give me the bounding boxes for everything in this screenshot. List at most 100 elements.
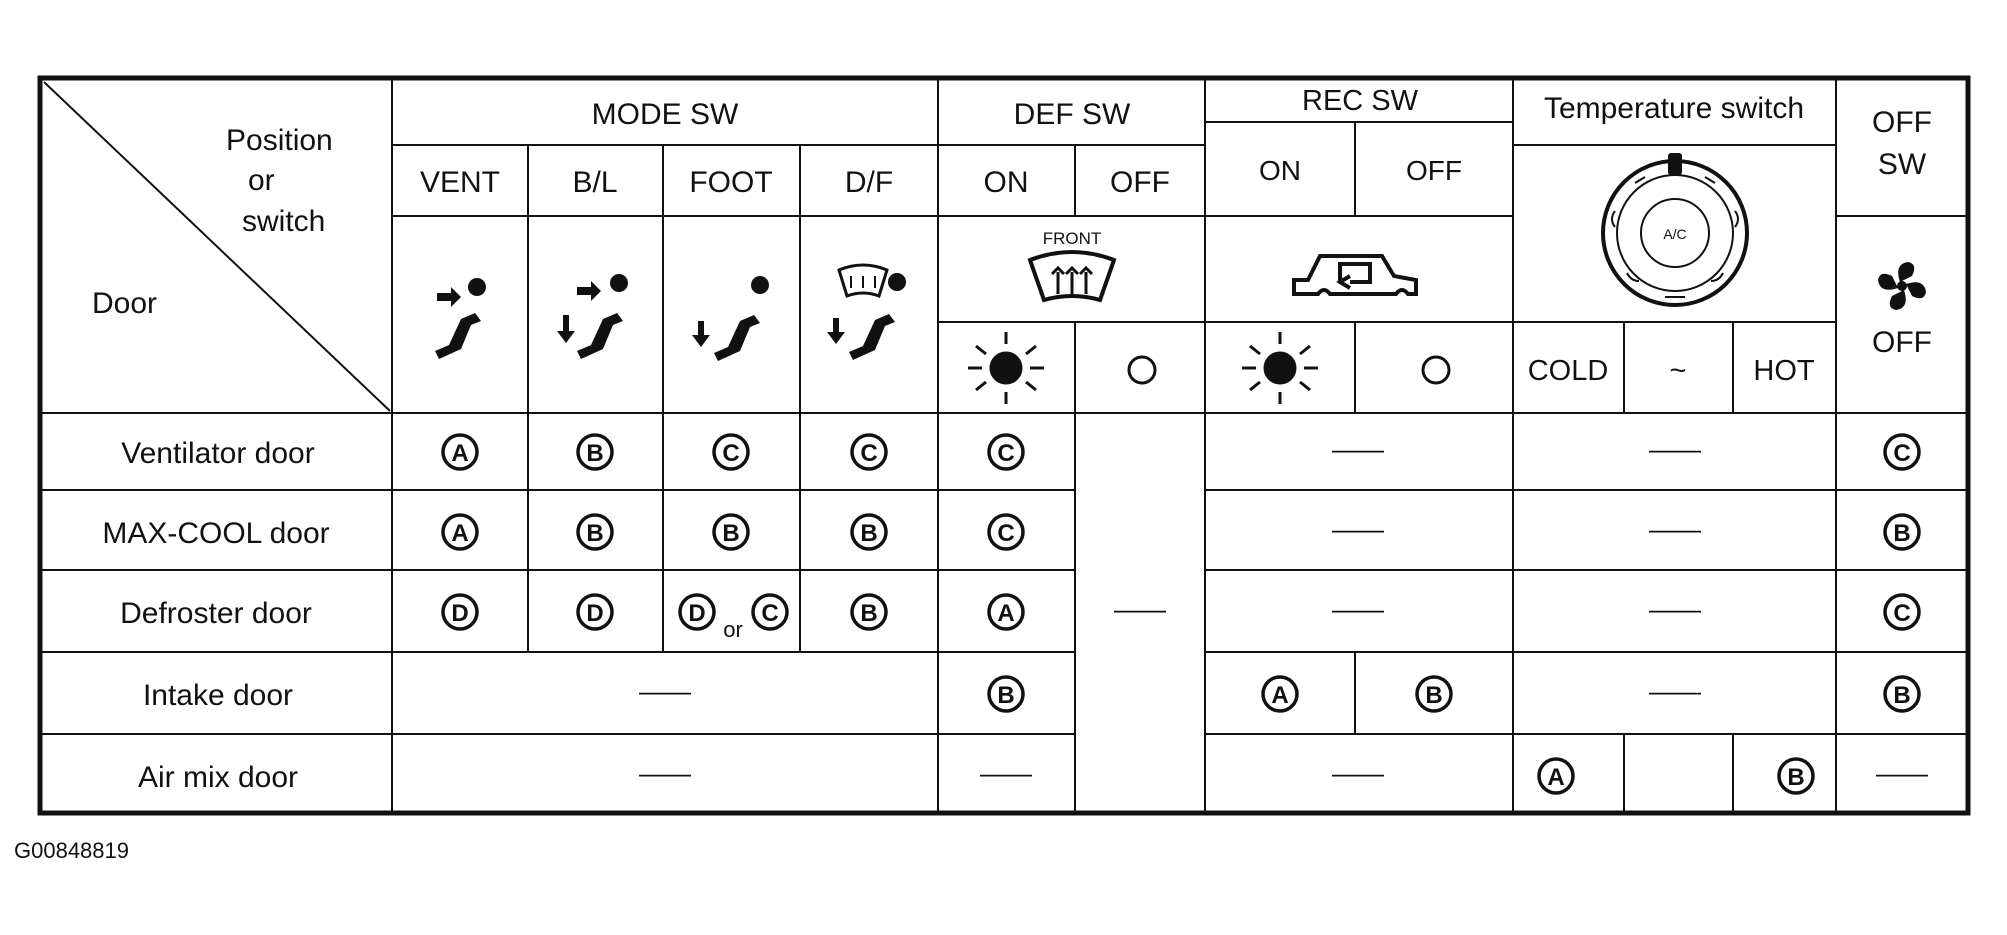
- position-mark: D: [576, 593, 614, 631]
- svg-text:C: C: [997, 440, 1014, 467]
- dash: ——: [1876, 758, 1928, 788]
- svg-text:C: C: [761, 600, 778, 627]
- position-mark: B: [712, 513, 750, 551]
- rec-sw-header: REC SW: [1302, 85, 1419, 117]
- svg-text:C: C: [1893, 600, 1910, 627]
- svg-text:B: B: [1893, 682, 1910, 709]
- dash: ——: [1332, 594, 1384, 624]
- bl-mode-icon: [557, 274, 628, 359]
- position-mark: D: [441, 593, 479, 631]
- dash: ——: [1332, 758, 1384, 788]
- dash: ——: [639, 758, 691, 788]
- row-label-air-mix-door: Air mix door: [138, 761, 298, 794]
- position-mark: C: [987, 433, 1025, 471]
- bl-subheader: B/L: [572, 166, 617, 199]
- position-mark: B: [576, 513, 614, 551]
- position-mark: B: [576, 433, 614, 471]
- rec-off-subheader: OFF: [1406, 155, 1462, 186]
- def-on-indicator-icon: [968, 332, 1044, 404]
- dash: ——: [1649, 434, 1701, 464]
- df-mode-icon: [827, 263, 906, 360]
- svg-text:A: A: [451, 440, 468, 467]
- corner-switch-label: switch: [242, 205, 325, 238]
- def-sw-header: DEF SW: [1014, 98, 1131, 131]
- corner-or-label: or: [248, 164, 275, 197]
- dial-ac-label: A/C: [1663, 226, 1686, 242]
- position-mark: B: [1883, 675, 1921, 713]
- svg-text:C: C: [997, 520, 1014, 547]
- row-label-max-cool-door: MAX-COOL door: [102, 517, 329, 550]
- position-mark: B: [1777, 757, 1815, 795]
- fan-icon: [1878, 262, 1926, 310]
- svg-text:D: D: [586, 600, 603, 627]
- cold-subheader: COLD: [1528, 355, 1609, 387]
- position-mark: D: [678, 593, 716, 631]
- position-mark: C: [1883, 433, 1921, 471]
- svg-text:B: B: [997, 682, 1014, 709]
- svg-text:B: B: [722, 520, 739, 547]
- def-on-subheader: ON: [984, 166, 1029, 199]
- position-mark: C: [1883, 593, 1921, 631]
- row-label-defroster-door: Defroster door: [120, 597, 312, 630]
- position-mark: C: [712, 433, 750, 471]
- foot-subheader: FOOT: [689, 166, 772, 199]
- off-below-label: OFF: [1872, 326, 1932, 359]
- corner-position-label: Position: [226, 124, 333, 157]
- svg-text:C: C: [1893, 440, 1910, 467]
- figure-reference-code: G00848819: [14, 838, 129, 863]
- temperature-dial-icon: A/C: [1601, 153, 1749, 307]
- front-label: FRONT: [1043, 229, 1102, 248]
- position-mark: B: [1883, 513, 1921, 551]
- dash: ——: [980, 758, 1032, 788]
- row-label-ventilator-door: Ventilator door: [121, 437, 314, 470]
- position-mark: B: [850, 593, 888, 631]
- temperature-switch-header: Temperature switch: [1544, 92, 1804, 125]
- mid-subheader: ~: [1670, 355, 1687, 387]
- svg-text:D: D: [688, 600, 705, 627]
- svg-text:B: B: [860, 520, 877, 547]
- def-off-subheader: OFF: [1110, 166, 1170, 199]
- svg-text:D: D: [451, 600, 468, 627]
- hot-subheader: HOT: [1753, 355, 1815, 387]
- mode-sw-header: MODE SW: [592, 98, 739, 131]
- foot-mode-icon: [692, 276, 769, 361]
- svg-text:C: C: [722, 440, 739, 467]
- chart-grid: [37, 75, 1971, 816]
- off-sw-header-line1: OFF: [1872, 106, 1932, 139]
- dash: ——: [1332, 434, 1384, 464]
- svg-text:C: C: [860, 440, 877, 467]
- df-subheader: D/F: [845, 166, 893, 199]
- svg-text:B: B: [1425, 682, 1442, 709]
- position-mark: A: [441, 513, 479, 551]
- svg-text:A: A: [1271, 682, 1288, 709]
- dash: ——: [639, 676, 691, 706]
- position-mark: A: [1537, 757, 1575, 795]
- svg-text:B: B: [1787, 764, 1804, 791]
- svg-text:A: A: [451, 520, 468, 547]
- svg-text:B: B: [1893, 520, 1910, 547]
- row-label-intake-door: Intake door: [143, 679, 293, 712]
- position-mark: A: [987, 593, 1025, 631]
- dash: ——: [1332, 514, 1384, 544]
- corner-door-label: Door: [92, 287, 157, 320]
- position-mark: B: [987, 675, 1025, 713]
- front-defroster-icon: [1027, 250, 1117, 303]
- position-mark: B: [850, 513, 888, 551]
- dash: ——: [1649, 594, 1701, 624]
- vent-subheader: VENT: [420, 166, 500, 199]
- svg-text:B: B: [586, 440, 603, 467]
- rec-on-subheader: ON: [1259, 155, 1301, 186]
- vent-mode-icon: [435, 278, 486, 359]
- svg-text:A: A: [1547, 764, 1564, 791]
- rec-on-indicator-icon: [1242, 332, 1318, 404]
- recirculation-car-icon: [1292, 254, 1418, 296]
- svg-text:A: A: [997, 600, 1014, 627]
- dash: ——: [1114, 594, 1166, 624]
- position-mark: B: [1415, 675, 1453, 713]
- dash: ——: [1649, 514, 1701, 544]
- def-off-indicator-icon: [1127, 355, 1157, 385]
- position-mark: A: [1261, 675, 1299, 713]
- svg-text:B: B: [586, 520, 603, 547]
- dash: ——: [1649, 676, 1701, 706]
